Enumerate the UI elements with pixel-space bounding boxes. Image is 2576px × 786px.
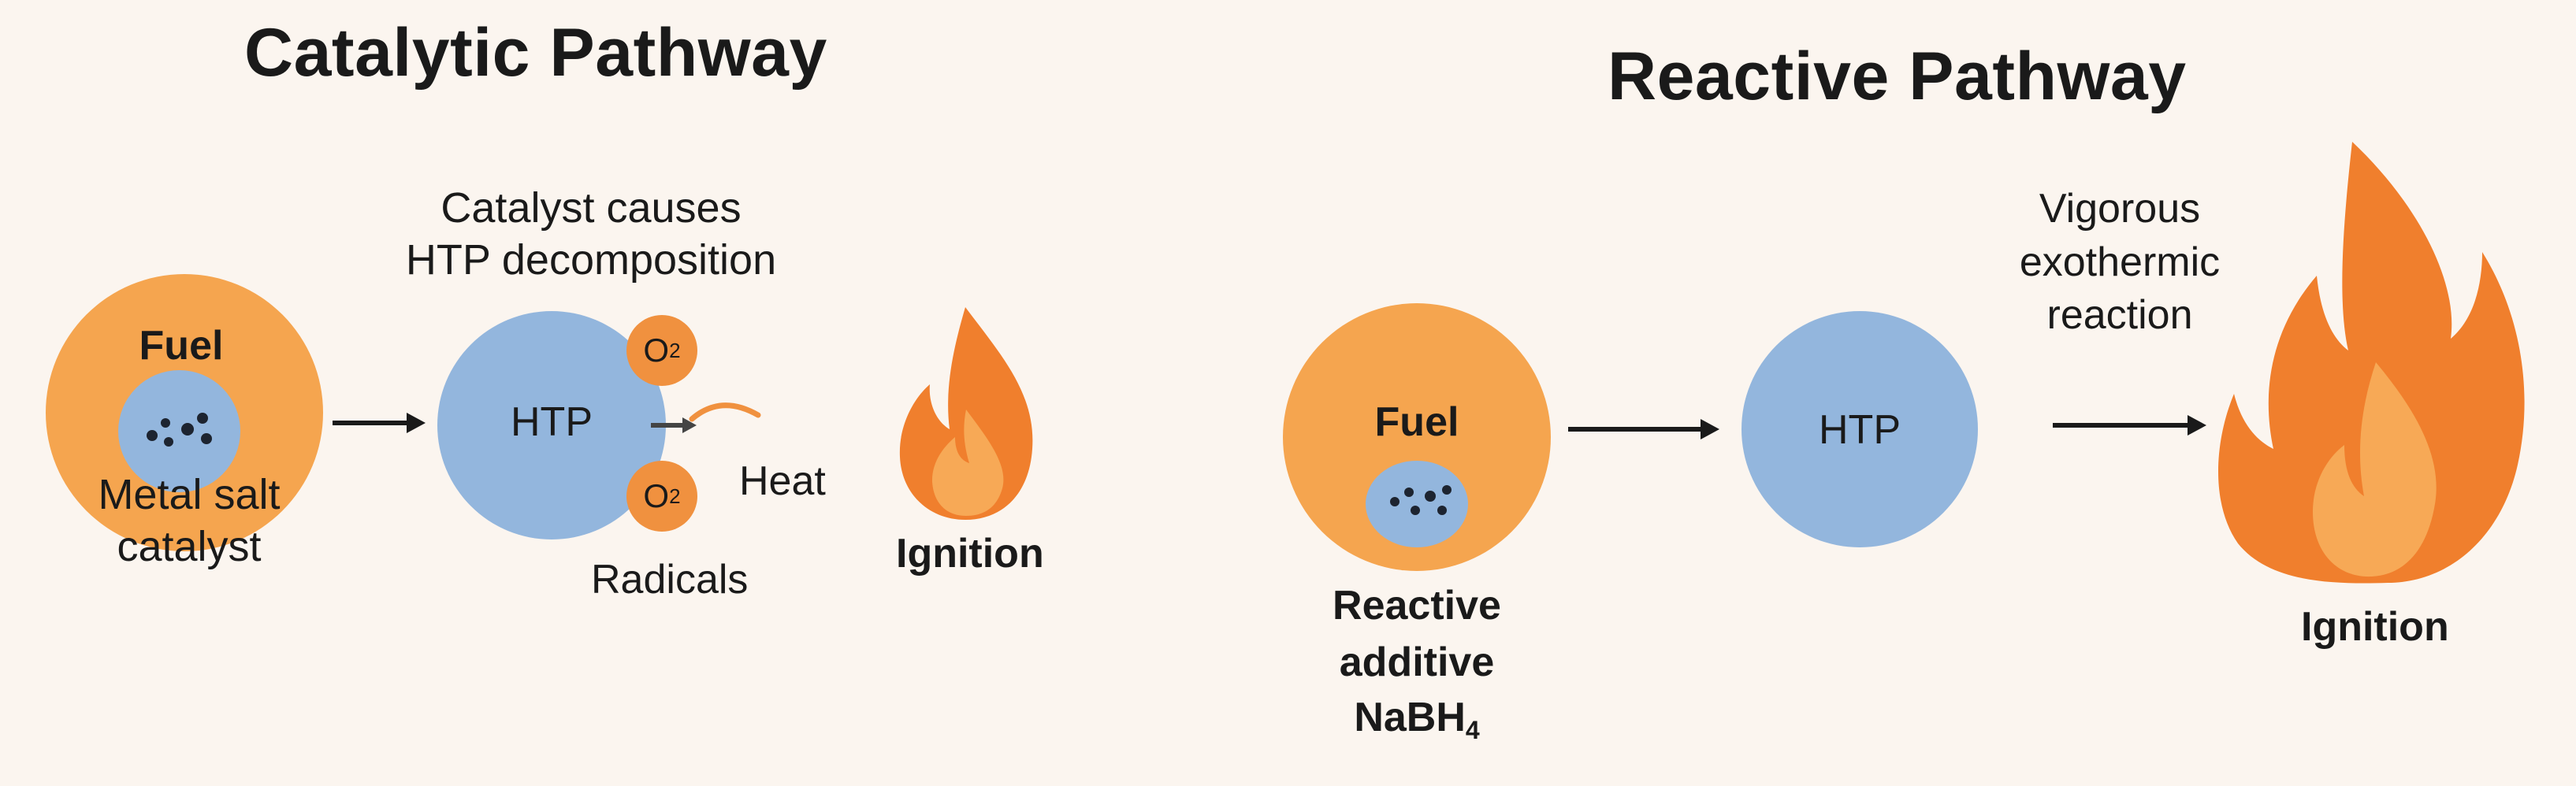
- catalytic-ignition-label: Ignition: [896, 531, 1044, 577]
- catalyst-particle-circle: [118, 370, 240, 492]
- exothermic-reaction-label: Vigorous exothermic reaction: [2019, 186, 2221, 339]
- nabh4-formula: NaBH4: [1322, 693, 1511, 746]
- reactive-ignition-label: Ignition: [2301, 604, 2449, 650]
- htp-decomposition-label: Catalyst causes HTP decomposition: [405, 184, 777, 284]
- nabh4-main: NaBH: [1354, 695, 1466, 740]
- reactive-htp-label: HTP: [1819, 407, 1901, 453]
- metal-salt-catalyst-label: Metal salt catalyst: [98, 471, 281, 570]
- o2-subscript: 2: [669, 338, 681, 362]
- heat-label: Heat: [739, 458, 826, 504]
- additive-particle-circle: [1366, 461, 1468, 547]
- reactive-additive-label-line2: additive: [1339, 640, 1495, 685]
- reactive-pathway-title: Reactive Pathway: [1608, 39, 2187, 114]
- reactive-additive-label-line1: Reactive: [1333, 583, 1501, 628]
- reactive-fuel-label: Fuel: [1374, 399, 1459, 445]
- catalytic-pathway-title: Catalytic Pathway: [244, 15, 827, 91]
- nabh4-subscript: 4: [1465, 716, 1480, 744]
- catalytic-htp-label: HTP: [511, 399, 593, 445]
- catalytic-fuel-label: Fuel: [139, 323, 224, 369]
- o2-subscript: 2: [669, 484, 681, 508]
- reactive-htp-circle: [1741, 311, 1978, 547]
- o2-symbol: O: [643, 477, 670, 514]
- o2-symbol: O: [643, 332, 670, 369]
- radicals-label: Radicals: [591, 557, 749, 602]
